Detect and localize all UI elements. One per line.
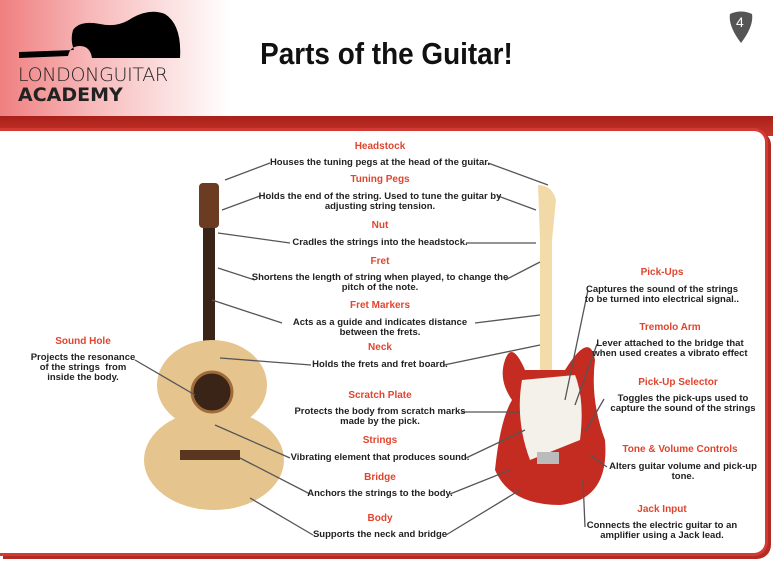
electric-guitar: [495, 185, 606, 505]
part-title-nut: Nut: [371, 220, 389, 231]
part-title-body: Body: [367, 513, 393, 524]
content-panel: [0, 128, 768, 556]
part-title-tone-volume-controls: Tone & Volume Controls: [622, 444, 738, 455]
part-title-strings: Strings: [362, 435, 398, 446]
part-desc-fret-markers: Acts as a guide and indicates distance b…: [292, 317, 468, 338]
part-desc-tremolo-arm: Lever attached to the bridge that when u…: [592, 338, 748, 359]
part-title-neck: Neck: [368, 342, 392, 353]
part-desc-neck: Holds the frets and fret board.: [312, 359, 448, 370]
part-title-pick-ups: Pick-Ups: [640, 267, 684, 278]
part-title-fret-markers: Fret Markers: [349, 300, 411, 311]
part-desc-tone-volume-controls: Alters guitar volume and pick-up tone.: [609, 461, 757, 482]
page-number-badge: 4: [727, 10, 755, 48]
logo: LONDONGUITAR ACADEMY: [0, 0, 230, 118]
part-desc-headstock: Houses the tuning pegs at the head of th…: [269, 157, 491, 168]
part-desc-nut: Cradles the strings into the headstock.: [292, 237, 468, 248]
part-title-scratch-plate: Scratch Plate: [348, 390, 412, 401]
part-desc-pick-up-selector: Toggles the pick-ups used to capture the…: [610, 393, 756, 414]
part-desc-sound-hole: Projects the resonance of the strings fr…: [30, 352, 136, 383]
page-title: Parts of the Guitar!: [260, 36, 513, 71]
leader-lines: [134, 162, 608, 536]
logo-text-line2: ACADEMY: [18, 84, 123, 106]
part-desc-body: Supports the neck and bridge: [312, 529, 448, 540]
part-title-bridge: Bridge: [364, 472, 396, 483]
part-title-jack-input: Jack Input: [637, 504, 687, 515]
part-title-headstock: Headstock: [354, 141, 406, 152]
acoustic-guitar: [144, 183, 284, 510]
part-title-sound-hole: Sound Hole: [55, 336, 111, 347]
header: LONDONGUITAR ACADEMY Parts of the Guitar…: [0, 0, 773, 118]
part-desc-pick-ups: Captures the sound of the strings to be …: [584, 284, 740, 305]
part-desc-strings: Vibrating element that produces sound.: [290, 452, 470, 463]
part-title-tremolo-arm: Tremolo Arm: [639, 322, 701, 333]
logo-text-line1: LONDONGUITAR: [18, 64, 168, 86]
page-number: 4: [736, 14, 744, 30]
part-title-tuning-pegs: Tuning Pegs: [350, 174, 410, 185]
guitar-pick-icon: [729, 11, 753, 43]
part-desc-bridge: Anchors the strings to the body.: [307, 488, 453, 499]
part-title-fret: Fret: [370, 256, 390, 267]
part-desc-jack-input: Connects the electric guitar to an ampli…: [586, 520, 738, 541]
part-desc-tuning-pegs: Holds the end of the string. Used to tun…: [258, 191, 502, 212]
part-desc-scratch-plate: Protects the body from scratch marks mad…: [294, 406, 466, 427]
guitar-logo-icon: [19, 11, 181, 58]
part-title-pick-up-selector: Pick-Up Selector: [638, 377, 718, 388]
part-desc-fret: Shortens the length of string when playe…: [251, 272, 509, 293]
